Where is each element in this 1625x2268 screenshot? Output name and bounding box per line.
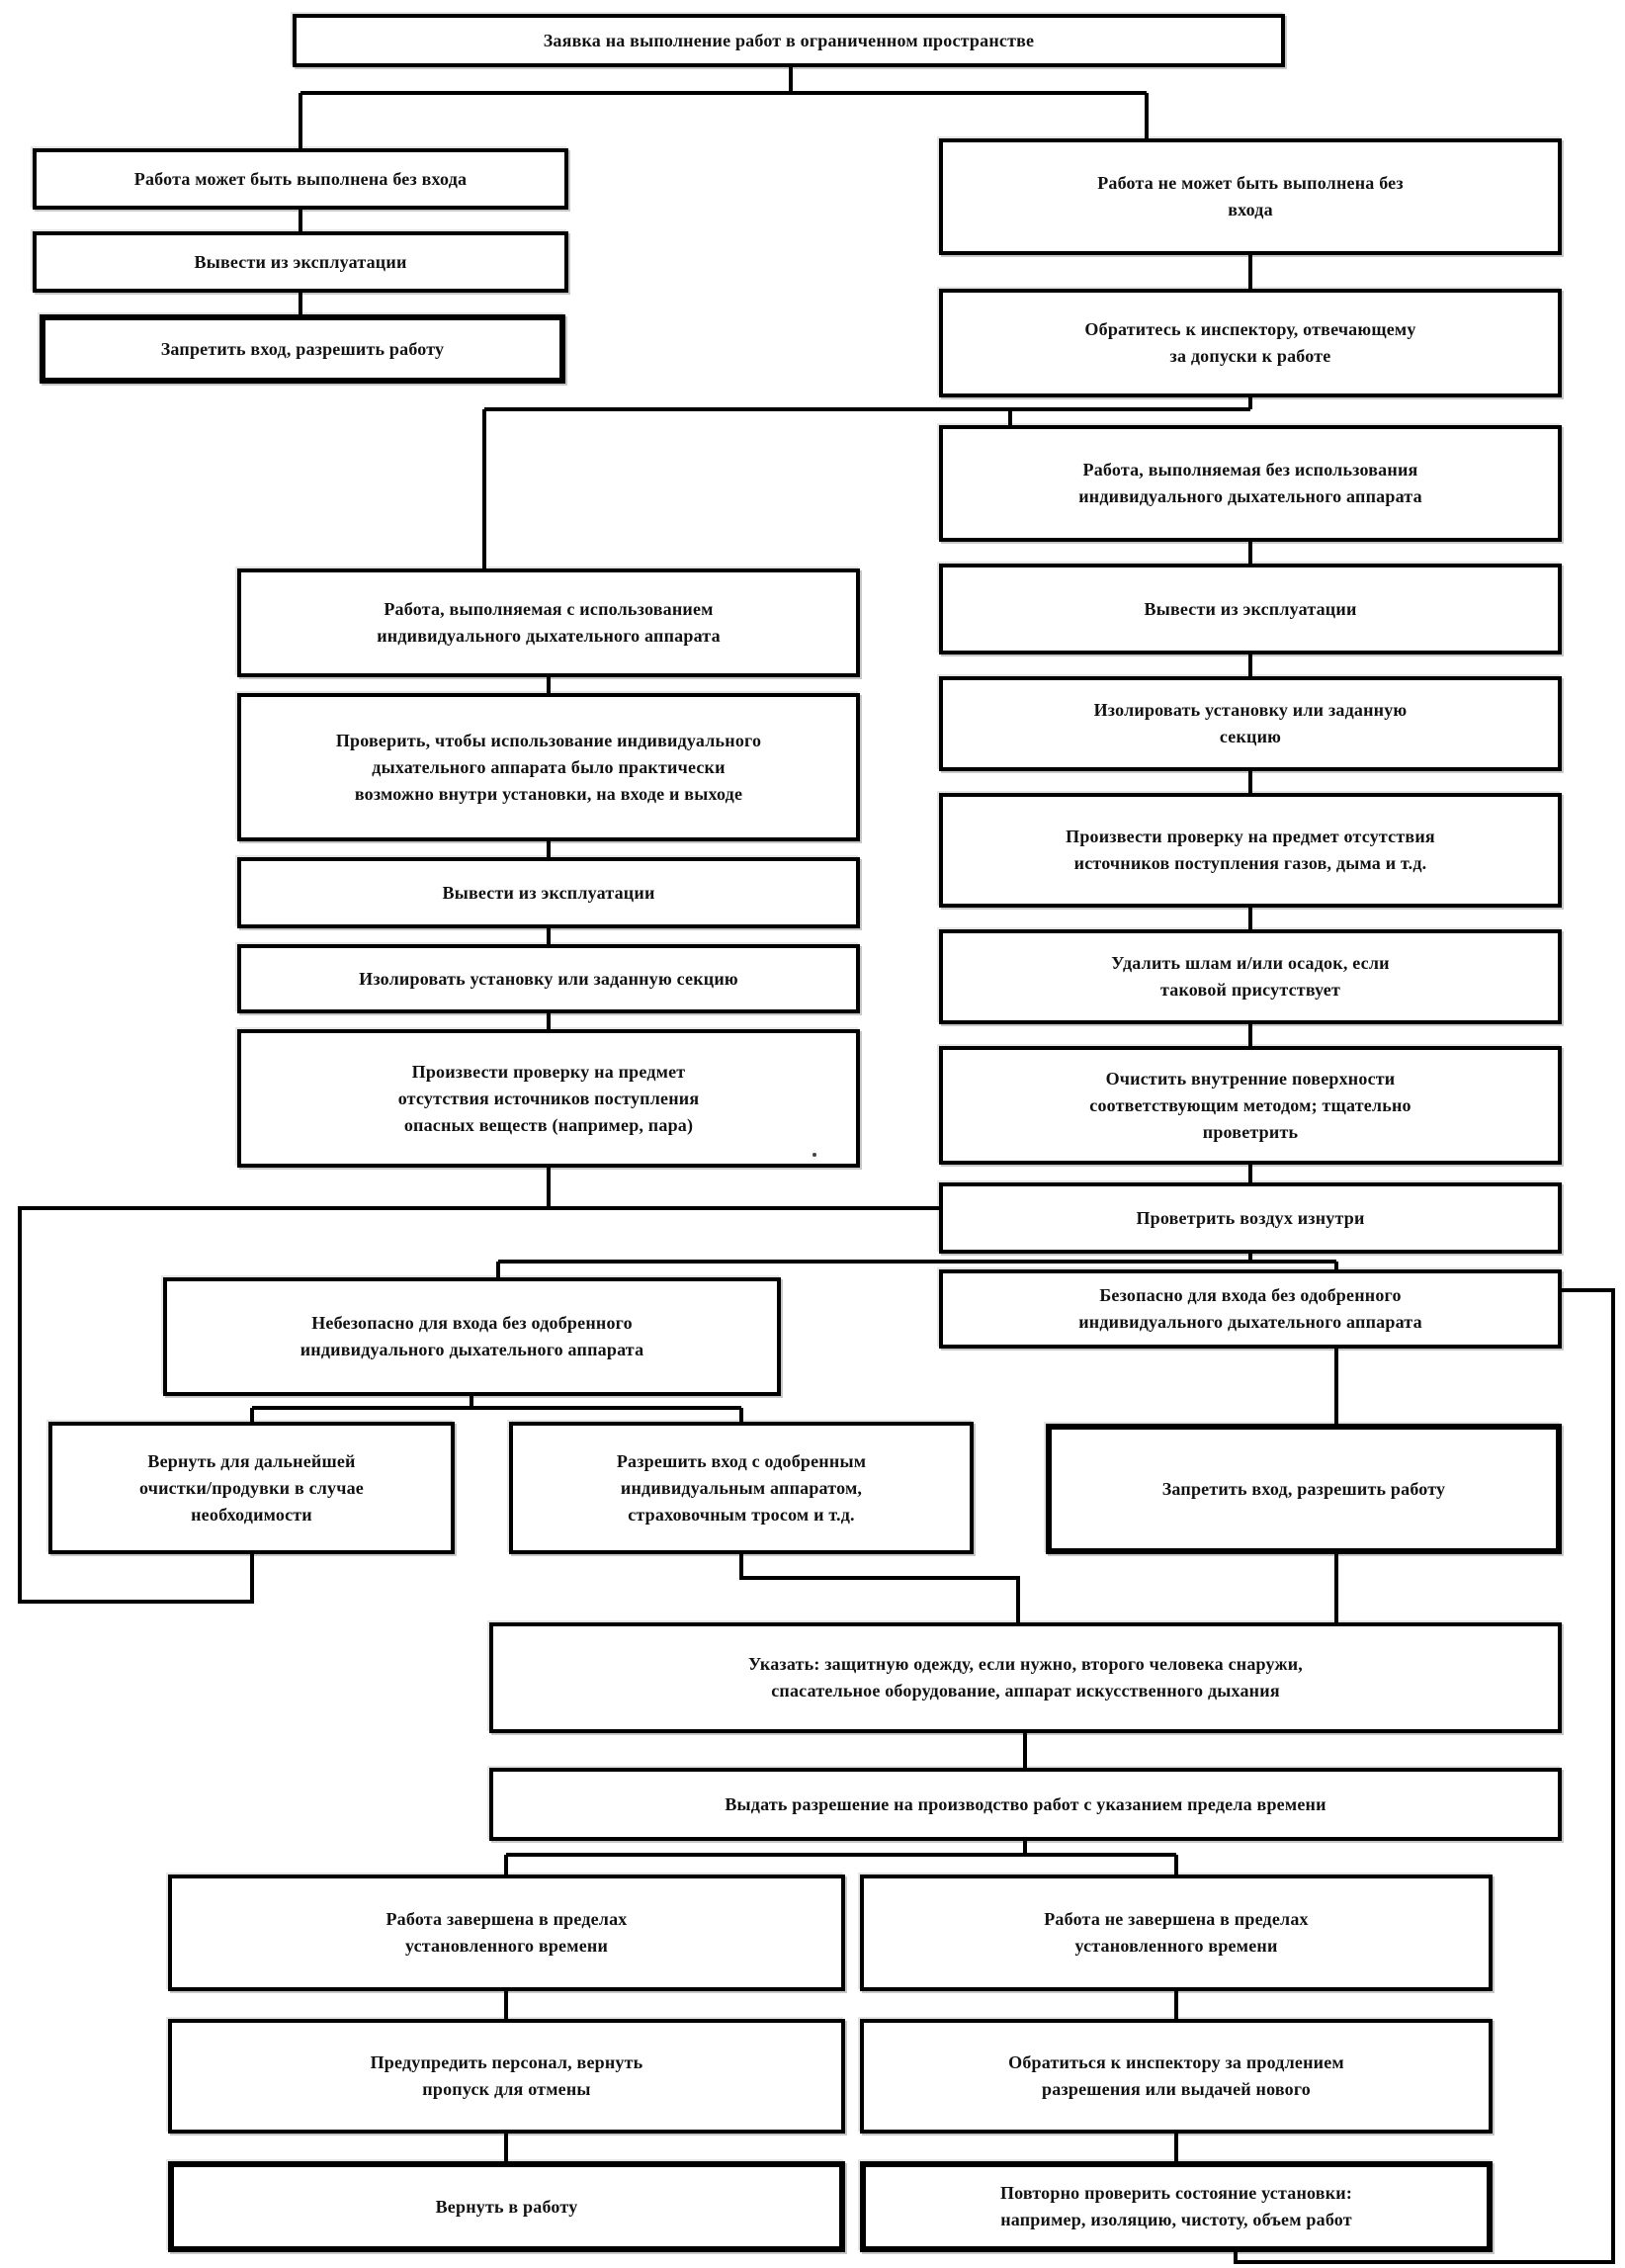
flow-node-label-safe-without-apparatus: Безопасно для входа без одобренного инди… — [1078, 1285, 1422, 1332]
flow-node-label-work-without-apparatus: Работа, выполняемая без использования ин… — [1078, 460, 1422, 506]
flow-node-label-return-for-cleaning: Вернуть для дальнейшей очистки/продувки … — [138, 1450, 364, 1525]
flow-node-contact-inspector: Обратитесь к инспектору, отвечающему за … — [939, 289, 1562, 397]
flow-node-return-to-service: Вернуть в работу — [168, 2161, 845, 2252]
flow-node-label-isolate-left: Изолировать установку или заданную секци… — [359, 968, 738, 989]
flow-node-work-with-apparatus: Работа, выполняемая с использованием инд… — [237, 568, 860, 677]
flow-node-forbid-entry-allow-work-1: Запретить вход, разрешить работу — [40, 314, 565, 384]
flow-node-verify-apparatus-usable: Проверить, чтобы использование индивидуа… — [237, 693, 860, 841]
flow-node-label-verify-apparatus-usable: Проверить, чтобы использование индивидуа… — [335, 730, 762, 804]
flow-node-unsafe-without-apparatus: Небезопасно для входа без одобренного ин… — [163, 1277, 781, 1396]
flow-node-label-issue-permit: Выдать разрешение на производство работ … — [725, 1793, 1326, 1814]
flow-node-return-for-cleaning: Вернуть для дальнейшей очистки/продувки … — [48, 1422, 455, 1554]
flow-node-label-isolate-right: Изолировать установку или заданную секци… — [1093, 700, 1408, 746]
flow-node-ask-permit-extension: Обратиться к инспектору за продлением ра… — [860, 2019, 1493, 2134]
flow-node-label-work-needs-entry: Работа не может быть выполнена без входа — [1097, 173, 1404, 219]
flow-node-recheck-installation: Повторно проверить состояние установки: … — [860, 2161, 1493, 2252]
flow-node-label-ask-permit-extension: Обратиться к инспектору за продлением ра… — [1008, 2052, 1344, 2099]
flow-node-label-remove-sludge: Удалить шлам и/или осадок, если таковой … — [1111, 953, 1390, 1000]
flow-node-decommission-right: Вывести из эксплуатации — [939, 564, 1562, 654]
flow-node-label-specify-equipment: Указать: защитную одежду, если нужно, вт… — [747, 1654, 1303, 1701]
flow-node-work-without-entry: Работа может быть выполнена без входа — [33, 148, 568, 210]
flow-node-allow-entry-with-apparatus: Разрешить вход с одобренным индивидуальн… — [509, 1422, 974, 1554]
flow-node-label-unsafe-without-apparatus: Небезопасно для входа без одобренного ин… — [299, 1313, 644, 1359]
flow-node-ventilate-inside: Проветрить воздух изнутри — [939, 1182, 1562, 1254]
flow-node-issue-permit: Выдать разрешение на производство работ … — [489, 1768, 1562, 1841]
flow-node-work-needs-entry: Работа не может быть выполнена без входа — [939, 138, 1562, 255]
flow-node-check-no-hazardous: Произвести проверку на предмет отсутстви… — [237, 1029, 860, 1168]
flow-node-label-forbid-entry-allow-work-2: Запретить вход, разрешить работу — [1161, 1478, 1446, 1499]
flow-node-label-decommission-left2: Вывести из эксплуатации — [442, 882, 655, 903]
flow-node-label-work-finished-in-time: Работа завершена в пределах установленно… — [385, 1909, 628, 1956]
flow-node-clean-surfaces: Очистить внутренние поверхности соответс… — [939, 1046, 1562, 1165]
flow-node-label-contact-inspector: Обратитесь к инспектору, отвечающему за … — [1084, 319, 1416, 366]
flow-node-label-work-without-entry: Работа может быть выполнена без входа — [133, 168, 468, 189]
flow-node-decommission-left2: Вывести из эксплуатации — [237, 857, 860, 928]
flow-node-isolate-left: Изолировать установку или заданную секци… — [237, 944, 860, 1013]
flow-node-label-allow-entry-with-apparatus: Разрешить вход с одобренным индивидуальн… — [616, 1450, 867, 1525]
connector-line — [1234, 1288, 1615, 2264]
connector-line — [18, 1206, 939, 1604]
connector-line — [739, 1554, 1020, 1622]
flow-node-isolate-right: Изолировать установку или заданную секци… — [939, 676, 1562, 771]
flow-node-work-not-finished: Работа не завершена в пределах установле… — [860, 1875, 1493, 1991]
flow-node-decommission-left1: Вывести из эксплуатации — [33, 231, 568, 293]
flow-node-label-check-no-hazardous: Произвести проверку на предмет отсутстви… — [397, 1061, 700, 1135]
flow-node-warn-personnel: Предупредить персонал, вернуть пропуск д… — [168, 2019, 845, 2134]
flow-node-request: Заявка на выполнение работ в ограниченно… — [293, 14, 1285, 67]
flow-node-work-without-apparatus: Работа, выполняемая без использования ин… — [939, 425, 1562, 542]
flow-node-label-check-no-gases: Произвести проверку на предмет отсутстви… — [1066, 827, 1435, 873]
flow-node-label-work-not-finished: Работа не завершена в пределах установле… — [1044, 1909, 1309, 1956]
scan-dot — [812, 1153, 816, 1157]
flow-node-specify-equipment: Указать: защитную одежду, если нужно, вт… — [489, 1622, 1562, 1733]
flow-node-safe-without-apparatus: Безопасно для входа без одобренного инди… — [939, 1269, 1562, 1349]
flow-node-label-forbid-entry-allow-work-1: Запретить вход, разрешить работу — [160, 338, 445, 359]
flow-node-label-recheck-installation: Повторно проверить состояние установки: … — [999, 2183, 1353, 2229]
flow-node-remove-sludge: Удалить шлам и/или осадок, если таковой … — [939, 929, 1562, 1024]
flow-node-label-request: Заявка на выполнение работ в ограниченно… — [543, 30, 1035, 50]
flow-node-label-decommission-left1: Вывести из эксплуатации — [194, 251, 407, 272]
flow-node-label-warn-personnel: Предупредить персонал, вернуть пропуск д… — [370, 2052, 643, 2099]
flow-node-label-work-with-apparatus: Работа, выполняемая с использованием инд… — [377, 599, 721, 646]
flow-node-label-decommission-right: Вывести из эксплуатации — [1144, 598, 1357, 619]
flow-node-label-return-to-service: Вернуть в работу — [435, 2196, 578, 2217]
flow-node-label-clean-surfaces: Очистить внутренние поверхности соответс… — [1089, 1068, 1411, 1142]
flow-node-label-ventilate-inside: Проветрить воздух изнутри — [1136, 1207, 1365, 1228]
flow-node-check-no-gases: Произвести проверку на предмет отсутстви… — [939, 793, 1562, 908]
flow-node-work-finished-in-time: Работа завершена в пределах установленно… — [168, 1875, 845, 1991]
flow-node-forbid-entry-allow-work-2: Запретить вход, разрешить работу — [1046, 1424, 1562, 1554]
